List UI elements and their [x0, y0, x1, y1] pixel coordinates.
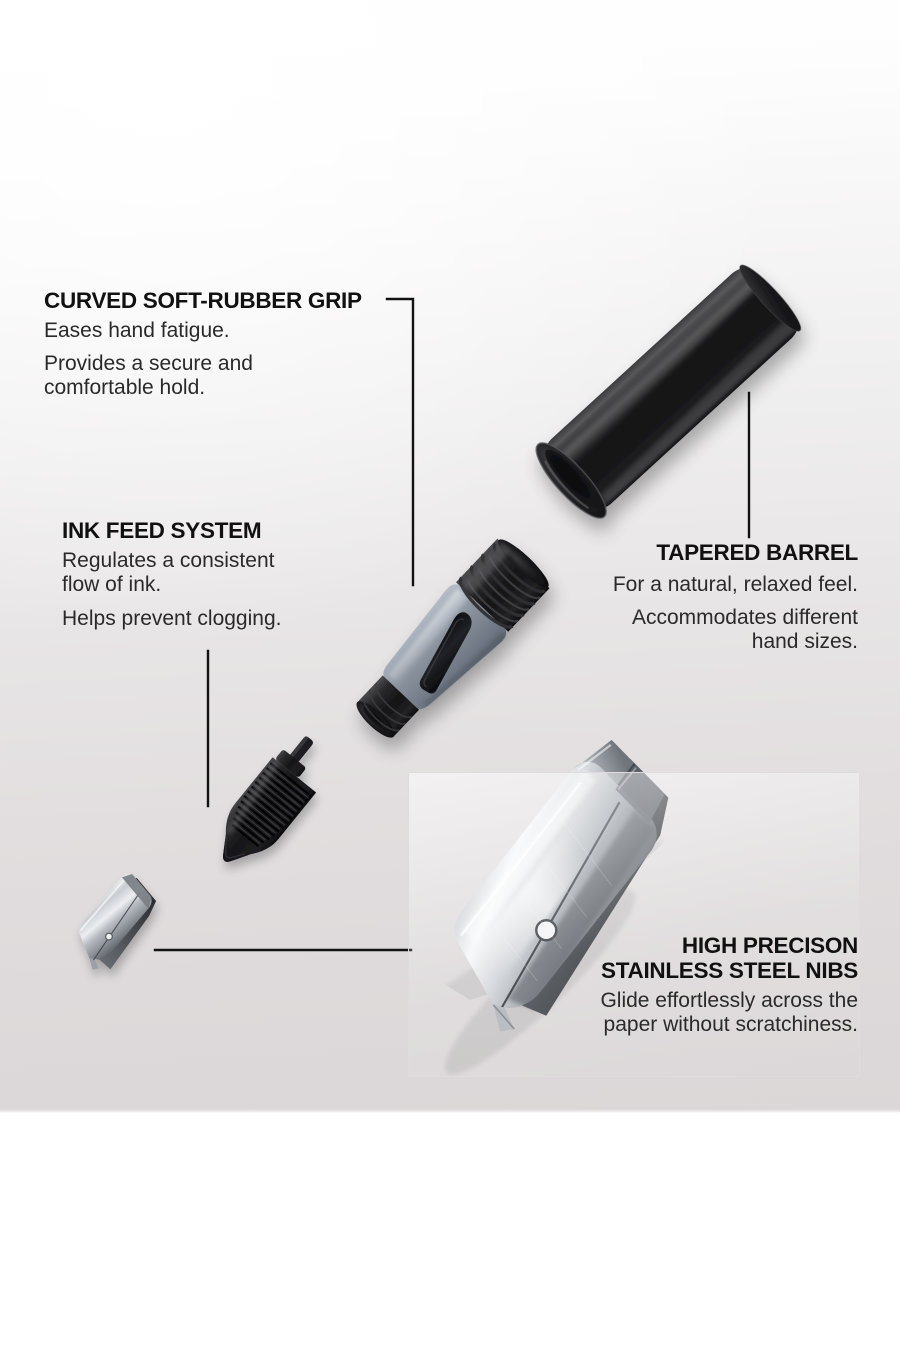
callout-nib-title-line1: HIGH PRECISON — [681, 933, 858, 958]
collar-front — [455, 538, 550, 632]
callout-nib-line1a: Glide effortlessly across the — [600, 988, 858, 1012]
callout-feed-line1: Regulates a consistent flow of ink. — [62, 549, 362, 596]
callout-barrel-line2a: Accommodates different — [631, 606, 858, 630]
callout-grip-line2: Provides a secure and comfortable hold. — [44, 352, 374, 399]
callout-barrel-title: TAPERED BARREL — [656, 540, 858, 565]
part-ink-feed — [223, 736, 317, 862]
collar-rear — [356, 675, 420, 738]
callout-grip-line2b: comfortable hold. — [44, 375, 206, 399]
callout-feed-line1a: Regulates a consistent — [62, 549, 275, 573]
callout-grip: CURVED SOFT-RUBBER GRIP Eases hand fatig… — [44, 288, 374, 399]
part-tapered-barrel — [535, 264, 802, 519]
callout-grip-line2a: Provides a secure and — [44, 352, 253, 376]
callout-barrel-line2: Accommodates different hand sizes. — [556, 606, 858, 653]
callout-nib-line1b: paper without scratchiness. — [603, 1012, 858, 1036]
callout-feed-line1b: flow of ink. — [62, 573, 162, 597]
artboard-background: CURVED SOFT-RUBBER GRIP Eases hand fatig… — [0, 0, 900, 1113]
part-nib-large — [444, 739, 669, 1075]
leader-lines — [153, 297, 751, 952]
callout-nib: HIGH PRECISON STAINLESS STEEL NIBS Glide… — [528, 933, 858, 1038]
part-grip-section — [356, 538, 550, 738]
callout-nib-body: Glide effortlessly across the paper with… — [528, 989, 858, 1038]
callout-feed-line2: Helps prevent clogging. — [62, 606, 282, 630]
callout-ink-feed: INK FEED SYSTEM Regulates a consistent f… — [62, 518, 362, 640]
callout-grip-line1: Eases hand fatigue. — [44, 319, 230, 343]
part-nib-small — [79, 873, 157, 970]
callout-nib-title: HIGH PRECISON STAINLESS STEEL NIBS — [528, 933, 858, 984]
leader-line-grip — [385, 297, 415, 587]
callout-barrel-line2b: hand sizes. — [751, 629, 858, 653]
callout-feed-title: INK FEED SYSTEM — [62, 518, 262, 543]
callout-tapered-barrel: TAPERED BARREL For a natural, relaxed fe… — [556, 540, 858, 653]
artboard-bottom-edge — [0, 1108, 900, 1113]
callout-barrel-line1: For a natural, relaxed feel. — [612, 573, 858, 597]
callout-nib-title-line2: STAINLESS STEEL NIBS — [601, 957, 858, 983]
callout-grip-title: CURVED SOFT-RUBBER GRIP — [44, 288, 362, 313]
